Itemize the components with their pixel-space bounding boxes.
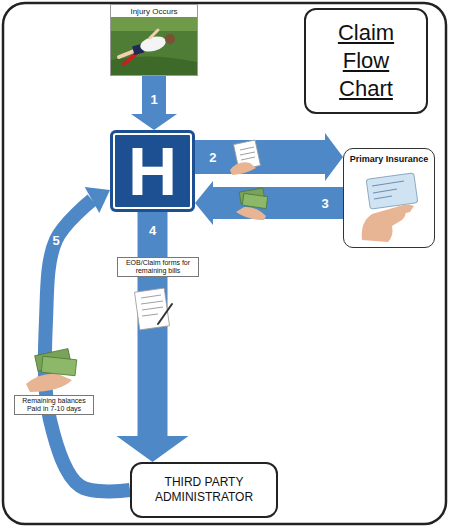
thumb [396,204,414,214]
player-arm [150,30,158,38]
flow-arrow [131,76,177,130]
grass [111,17,197,31]
money-hand-icon [236,188,268,220]
step-number: 5 [52,233,59,246]
arrow-head [85,187,110,213]
step-number: 4 [149,223,156,236]
flow-arrow [45,187,130,492]
node-text: Injury Occurs [111,5,197,17]
title-box: Claim Flow Chart [304,8,428,114]
paper [135,288,170,330]
node-text: Primary Insurance [350,154,429,165]
injury-photo [111,17,197,75]
event-photo-box: Injury Occurs [110,4,198,76]
note-box: EOB/Claim forms for remaining bills [117,257,199,277]
chart-title: Claim Flow Chart [330,19,402,103]
hand [26,374,72,392]
administrator-box: THIRD PARTY ADMINISTRATOR [130,462,278,518]
grass [111,17,197,75]
flow-arrow [195,181,343,225]
note-box: Remaining balances Paid in 7-10 days [14,395,94,415]
money-hand-icon [26,349,77,392]
paper-hand-icon [230,140,260,175]
bill [242,193,267,208]
insurance-card [366,173,418,209]
insurance-box: Primary Insurance [343,148,435,248]
player-head [165,34,175,44]
paper-lines [141,295,163,316]
block-arrow [117,212,189,462]
block-arrow [195,181,343,225]
node-text: H [128,137,177,205]
paper-lines [240,147,255,160]
hand [236,207,266,220]
step-number: 3 [322,197,329,210]
form-icon [135,288,172,330]
card-hand-icon [362,173,418,242]
block-arrow [131,76,177,130]
pen [158,304,172,324]
hand [230,162,256,175]
flow-arrow [117,212,189,462]
node-text: THIRD PARTY ADMINISTRATOR [140,475,268,505]
block-arrow [195,133,343,181]
card-lines [372,181,404,199]
bill [41,356,76,375]
step-number: 1 [150,92,157,105]
page-frame [3,3,446,524]
flow-arrow-shaft [45,200,130,491]
step-number: 2 [209,151,216,164]
flow-arrow [195,133,343,181]
hospital-icon: H [110,130,195,212]
